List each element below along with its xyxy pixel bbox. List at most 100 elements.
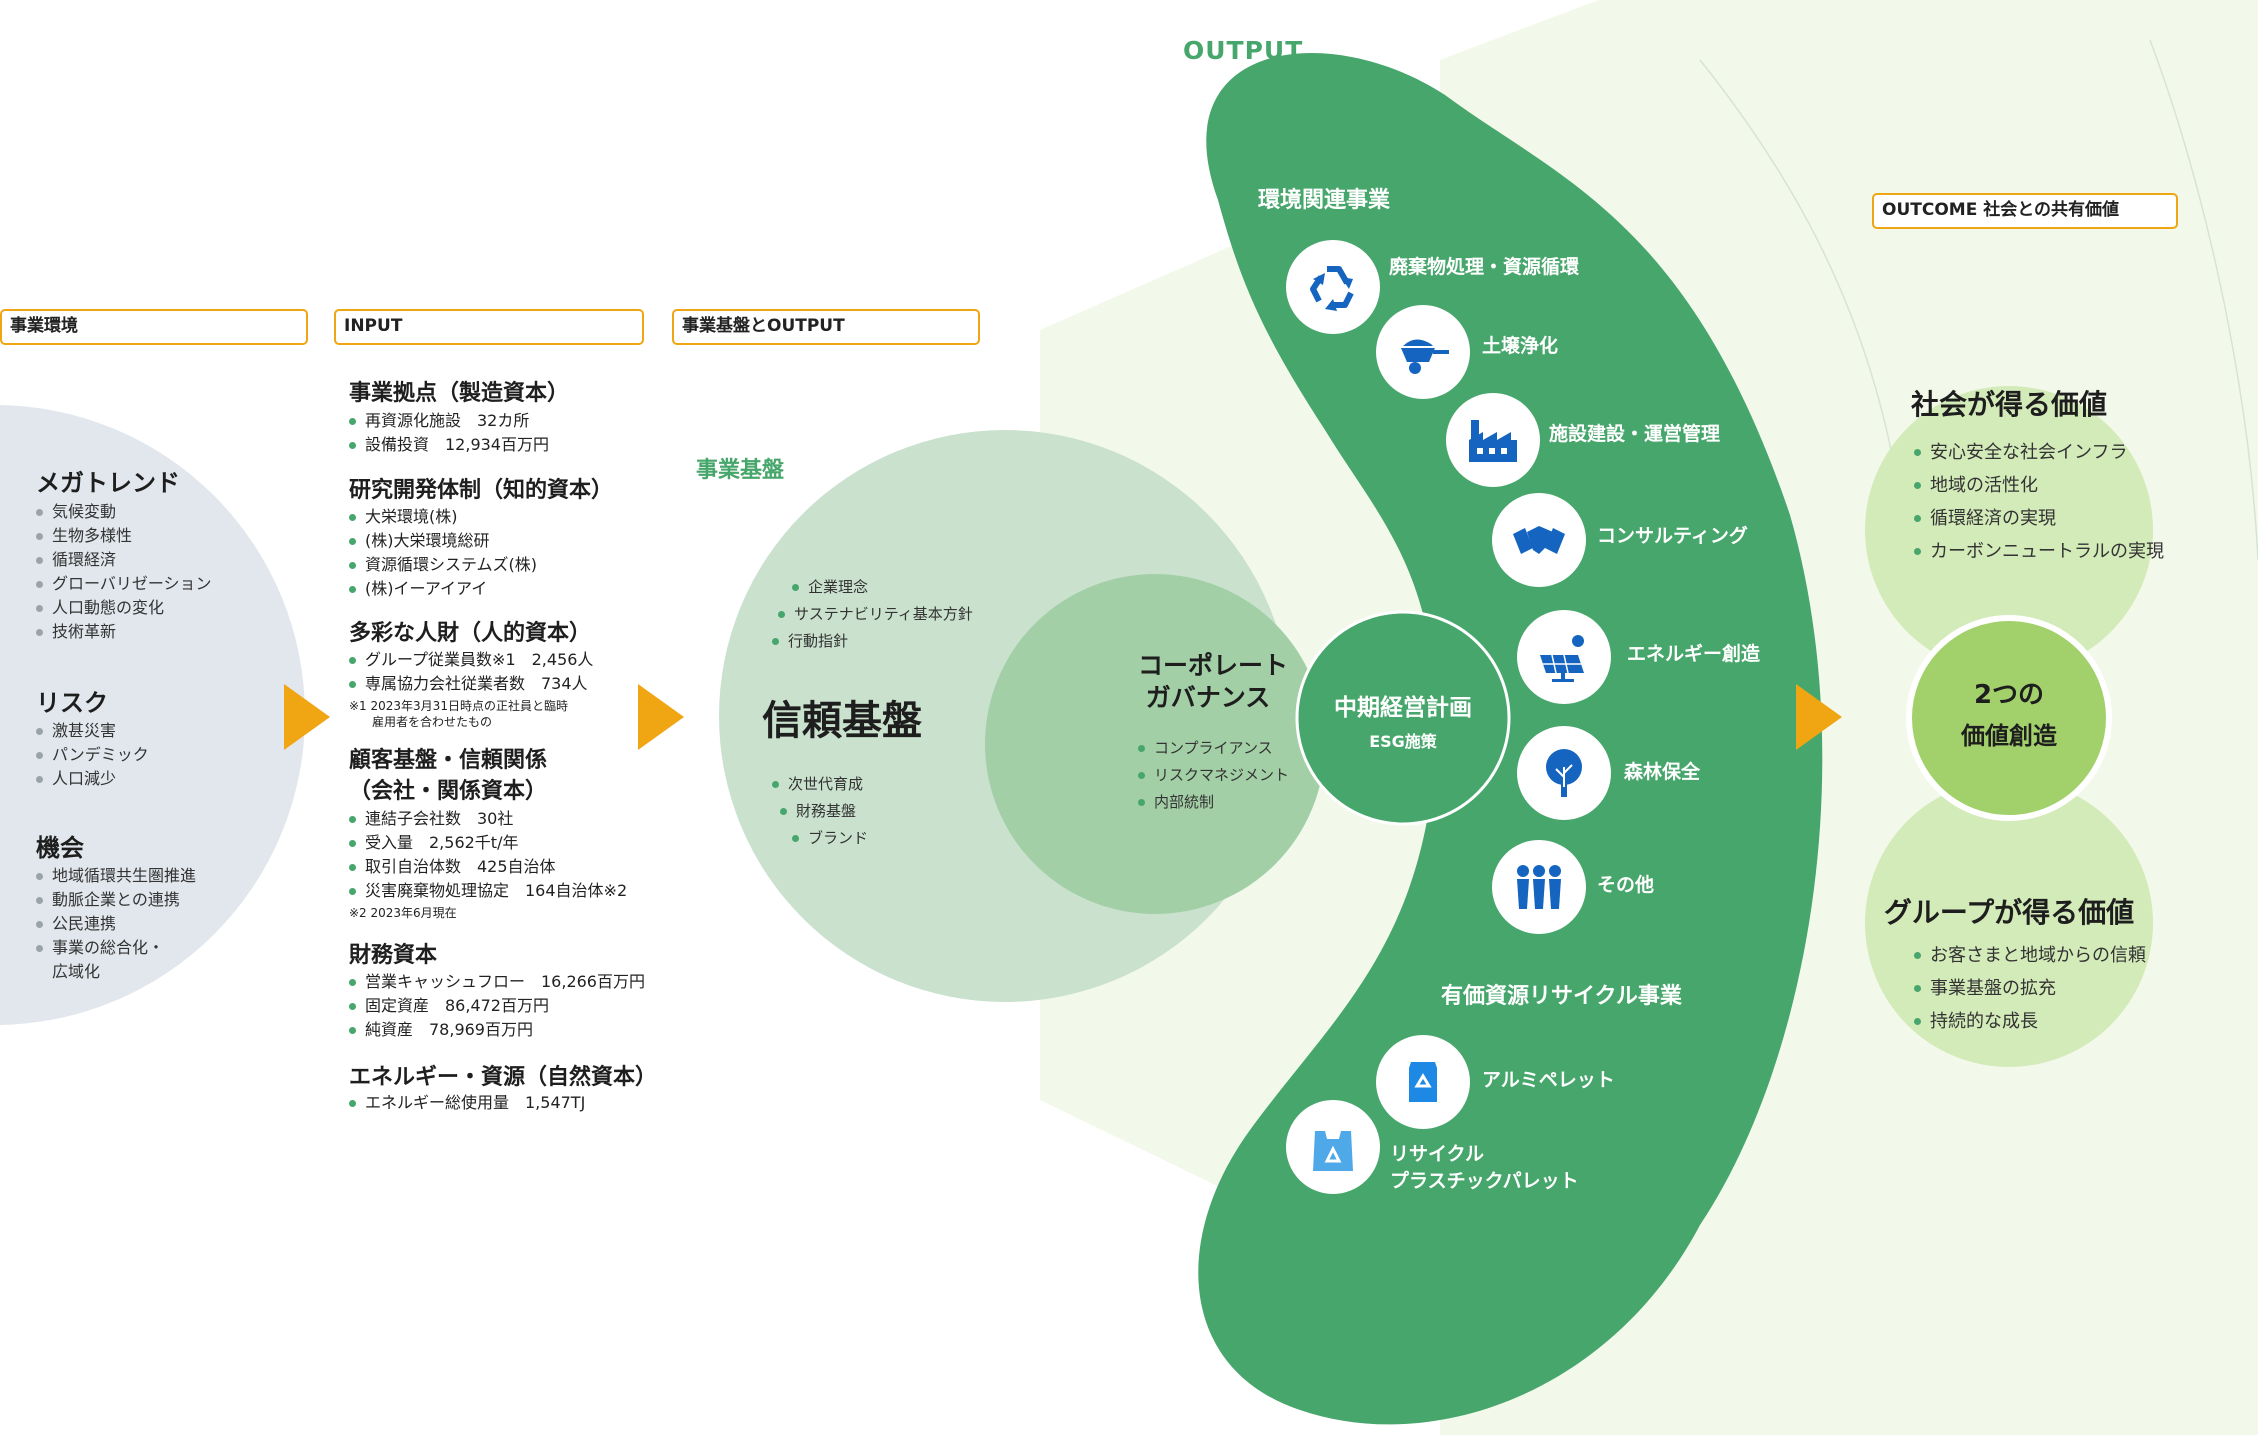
governance-title-1: コーポレート [1138,651,1289,680]
society-value-list: 安心安全な社会インフラ 地域の活性化 循環経済の実現 カーボンニュートラルの実現 [1914,436,2164,568]
env-item-label: コンサルティング [1597,525,1748,547]
list-item: 受入量 2,562千t/年 [349,831,627,855]
arrow-output-to-outcome [1796,684,1842,750]
list-item: 専属協力会社従業者数 734人 [349,672,593,696]
list-item: 循環経済 [36,548,212,572]
value-creation-circle [1906,615,2112,821]
business-environment-label: 事業環境 [0,309,308,345]
manufacturing-list: 再資源化施設 32カ所 設備投資 12,934百万円 [349,409,549,457]
group-value-circle [1865,779,2153,1067]
environment-circle [0,405,305,1025]
people-icon [1492,840,1586,934]
intellectual-list: 大栄環境(株) (株)大栄環境総研 資源循環システムズ(株) (株)イーアイアイ [349,505,537,601]
group-value-title: グループが得る価値 [1883,896,2135,929]
list-item: 地域の活性化 [1914,469,2164,502]
society-value-circle [1865,386,2153,674]
midterm-plan-title: 中期経営計画 [1334,695,1472,721]
list-item: 営業キャッシュフロー 16,266百万円 [349,970,645,994]
human-list: グループ従業員数※1 2,456人 専属協力会社従業者数 734人 [349,648,593,696]
social-note: ※2 2023年6月現在 [349,906,457,920]
wheelbarrow-icon [1376,305,1470,399]
megatrend-list: 気候変動 生物多様性 循環経済 グローバリゼーション 人口動態の変化 技術革新 [36,500,212,644]
list-item: 次世代育成 [772,771,868,798]
list-item: カーボンニュートラルの実現 [1914,535,2164,568]
natural-title: エネルギー・資源（自然資本） [349,1065,658,1090]
list-item: 生物多様性 [36,524,212,548]
list-item: 災害廃棄物処理協定 164自治体※2 [349,879,627,903]
env-item-label: 土壌浄化 [1482,335,1559,357]
society-value-title: 社会が得る価値 [1910,388,2107,421]
recycle-item-label: アルミペレット [1482,1069,1615,1091]
opportunity-list: 地域循環共生圏推進 動脈企業との連携 公民連携 事業の総合化・ 広域化 [36,864,196,984]
social-list: 連結子会社数 30社 受入量 2,562千t/年 取引自治体数 425自治体 災… [349,807,627,903]
input-label: INPUT [334,309,644,345]
value-creation-line-2: 価値創造 [1961,722,2057,750]
governance-title-2: ガバナンス [1145,683,1271,712]
list-item: エネルギー総使用量 1,547TJ [349,1091,585,1115]
tree-icon [1517,726,1611,820]
list-item: 再資源化施設 32カ所 [349,409,549,433]
trust-foundation-title: 信頼基盤 [762,698,922,744]
megatrend-title: メガトレンド [36,469,180,497]
list-item: 地域循環共生圏推進 [36,864,196,888]
midterm-plan-subtitle: ESG施策 [1369,732,1437,751]
list-item: コンプライアンス [1138,735,1289,762]
env-item-label: 施設建設・運営管理 [1549,423,1721,445]
recycle-icon [1286,240,1380,334]
list-item: 安心安全な社会インフラ [1914,436,2164,469]
recycle-item-label-2: プラスチックパレット [1390,1170,1579,1192]
list-item: 持続的な成長 [1914,1005,2146,1038]
value-creation-line-1: 2つの [1973,680,2045,710]
financial-list: 営業キャッシュフロー 16,266百万円 固定資産 86,472百万円 純資産 … [349,970,645,1042]
list-item: 内部統制 [1138,789,1289,816]
can-icon [1376,1035,1470,1129]
intellectual-title: 研究開発体制（知的資本） [349,478,614,503]
list-item: 財務基盤 [780,798,868,825]
human-note-2: 雇用者を合わせたもの [372,715,493,729]
governance-list: コンプライアンス リスクマネジメント 内部統制 [1138,735,1289,816]
list-item: 大栄環境(株) [349,505,537,529]
manufacturing-title: 事業拠点（製造資本） [349,381,570,406]
group-value-list: お客さまと地域からの信頼 事業基盤の拡充 持続的な成長 [1914,939,2146,1038]
list-item: パンデミック [36,743,149,767]
base-output-label: 事業基盤とOUTPUT [672,309,980,345]
list-item: 純資産 78,969百万円 [349,1018,645,1042]
list-item: グローバリゼーション [36,572,212,596]
env-business-title: 環境関連事業 [1258,188,1391,213]
risk-title: リスク [36,689,108,717]
arrow-input-to-base [638,684,684,750]
list-item: 人口減少 [36,767,149,791]
output-heading: OUTPUT [1183,36,1304,65]
output-blob [1198,53,1823,1425]
natural-list: エネルギー総使用量 1,547TJ [349,1091,585,1115]
list-item: 行動指針 [772,628,973,655]
business-base-heading: 事業基盤 [696,458,785,483]
list-item: 連結子会社数 30社 [349,807,627,831]
list-item: 取引自治体数 425自治体 [349,855,627,879]
trust-list-bottom: 次世代育成 財務基盤 ブランド [772,771,868,852]
list-item: サステナビリティ基本方針 [778,601,973,628]
list-item: 技術革新 [36,620,212,644]
list-item: リスクマネジメント [1138,762,1289,789]
plan-circle [1295,610,1511,826]
outcome-arc-2 [2149,39,2258,561]
env-item-label: 森林保全 [1624,761,1701,783]
plastic-bag-icon [1286,1100,1380,1194]
list-item: (株)大栄環境総研 [349,529,537,553]
list-item: 公民連携 [36,912,196,936]
social-title-2: （会社・関係資本） [349,779,548,804]
list-item-continued: 広域化 [52,962,101,981]
list-item: 事業の総合化・ [36,936,196,960]
list-item: 設備投資 12,934百万円 [349,433,549,457]
list-item: 固定資産 86,472百万円 [349,994,645,1018]
list-item: 循環経済の実現 [1914,502,2164,535]
env-item-label: エネルギー創造 [1627,643,1761,665]
human-note-1: ※1 2023年3月31日時点の正社員と臨時 [349,699,568,713]
governance-circle [985,574,1325,914]
list-item: グループ従業員数※1 2,456人 [349,648,593,672]
risk-list: 激甚災害 パンデミック 人口減少 [36,719,149,791]
outcome-label: OUTCOME 社会との共有価値 [1872,193,2178,229]
trust-list-top: 企業理念 サステナビリティ基本方針 行動指針 [772,574,973,655]
list-item: (株)イーアイアイ [349,577,537,601]
